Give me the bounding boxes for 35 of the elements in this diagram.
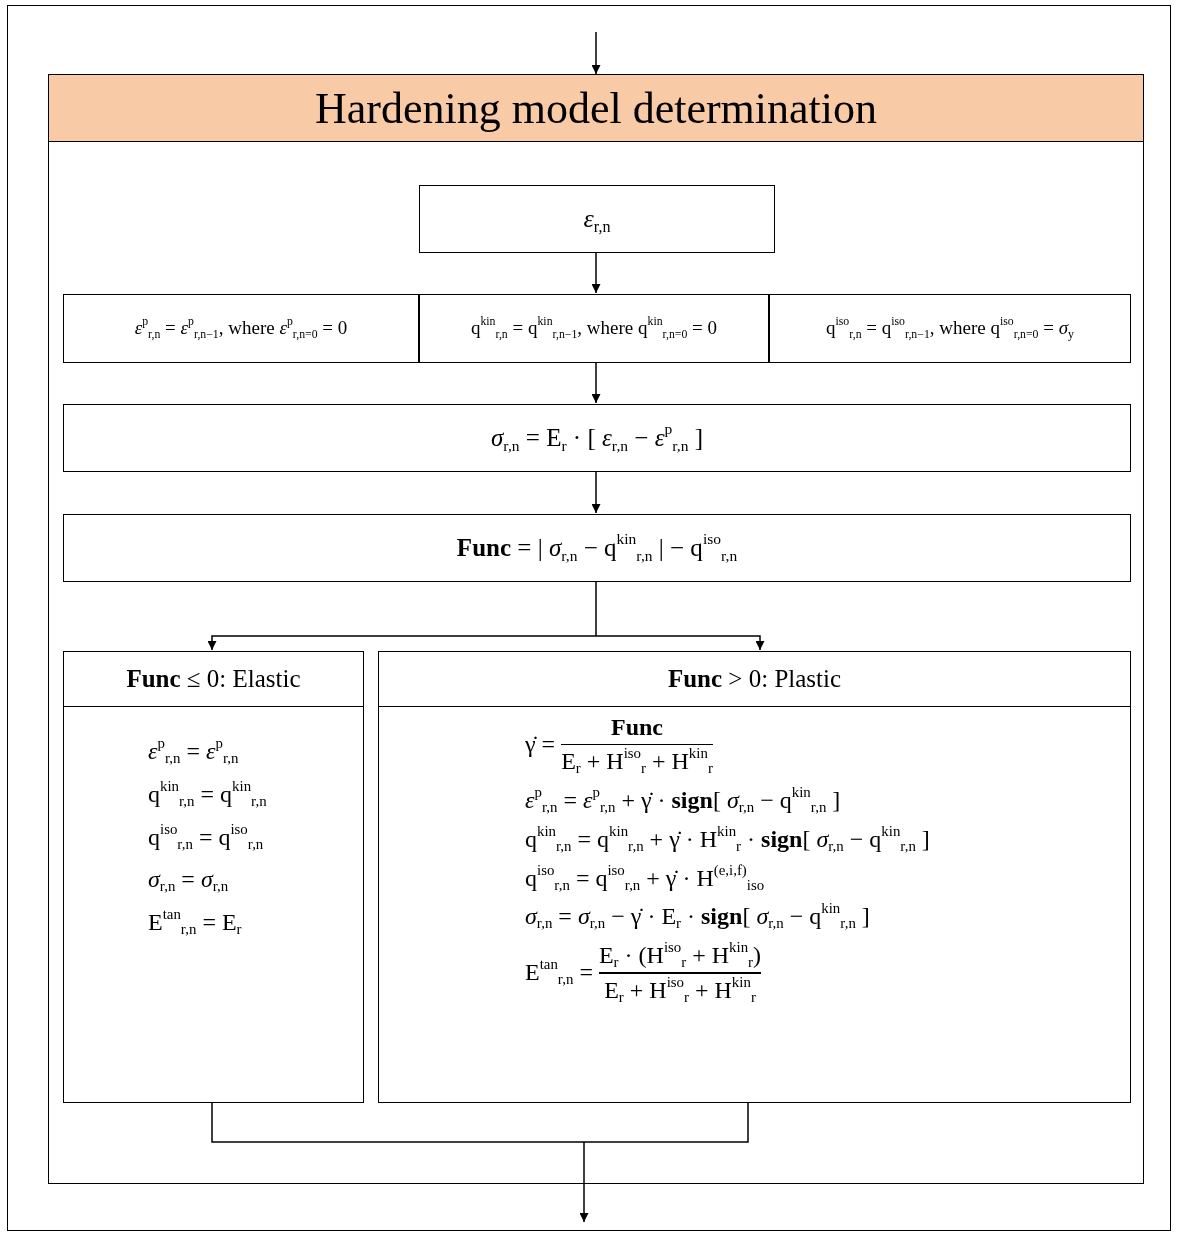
equation: ε$_{r,n}$	[583, 203, 611, 235]
numerator: E$_{r}$ · (H$^{iso}$$_{r}$ + H$^{kin}$$_{r}$)	[598, 941, 762, 971]
equation: σ$_{r,n}$ = σ$_{r,n}$	[148, 865, 229, 895]
equation-lhs: E$^{tan}$$_{r,n}$ =	[525, 958, 593, 988]
equation: E$^{tan}$$_{r,n}$ = E$_{r}$	[148, 908, 242, 937]
process-box	[769, 294, 1131, 363]
connector-line	[211, 1101, 585, 1143]
equation: q$^{kin}$$_{r,n}$ = q$^{kin}$$_{r,n}$ + γ̇ · H$^{kin}$$_{r}$ · sign[ σ$_{r,n}$ − q$^{kin}$$_{r,n}$ ]	[525, 824, 930, 854]
equation: q$^{iso}$$_{r,n}$ = q$^{iso}$$_{r,n−1}$, where q$^{iso}$$_{r,n=0}$ = σ$_{y}$	[826, 317, 1074, 340]
numerator: Func	[611, 713, 663, 742]
process-box	[419, 294, 769, 363]
arrow	[591, 31, 601, 75]
case-panel	[63, 651, 364, 1103]
arrow	[595, 635, 765, 651]
process-box	[63, 294, 419, 363]
panel-heading: Func > 0: Plastic	[667, 664, 842, 694]
arrow	[591, 361, 601, 404]
equation: σ$_{r,n}$ = σ$_{r,n}$ − γ̇ · E$_{r}$ · sign[ σ$_{r,n}$ − q$^{kin}$$_{r,n}$ ]	[525, 902, 870, 932]
connector-line	[595, 580, 597, 637]
equation: q$^{kin}$$_{r,n}$ = q$^{kin}$$_{r,n−1}$, where q$^{kin}$$_{r,n=0}$ = 0	[470, 317, 718, 340]
process-box	[63, 404, 1131, 472]
frame-title: Hardening model determination	[49, 75, 1143, 142]
case-panel	[378, 651, 1131, 1103]
process-box	[419, 185, 775, 253]
process-box	[63, 514, 1131, 582]
arrow	[207, 635, 597, 651]
equation-lhs: γ̇ =	[525, 730, 556, 759]
arrow	[591, 251, 601, 294]
equation: ε$^{p}$$_{r,n}$ = ε$^{p}$$_{r,n}$ + γ̇ · sign[ σ$_{r,n}$ − q$^{kin}$$_{r,n}$ ]	[525, 786, 841, 815]
arrow	[591, 470, 601, 514]
equation: ε$^{p}$$_{r,n}$ = ε$^{p}$$_{r,n−1}$, where ε$^{p}$$_{r,n=0}$ = 0	[134, 317, 348, 340]
arrow	[579, 1141, 589, 1223]
equation: σ$_{r,n}$ = E$_{r}$ · [ ε$_{r,n}$ − ε$^{p}$$_{r,n}$ ]	[491, 423, 703, 453]
connector-line	[583, 1101, 749, 1143]
panel-heading: Func ≤ 0: Elastic	[126, 664, 301, 694]
